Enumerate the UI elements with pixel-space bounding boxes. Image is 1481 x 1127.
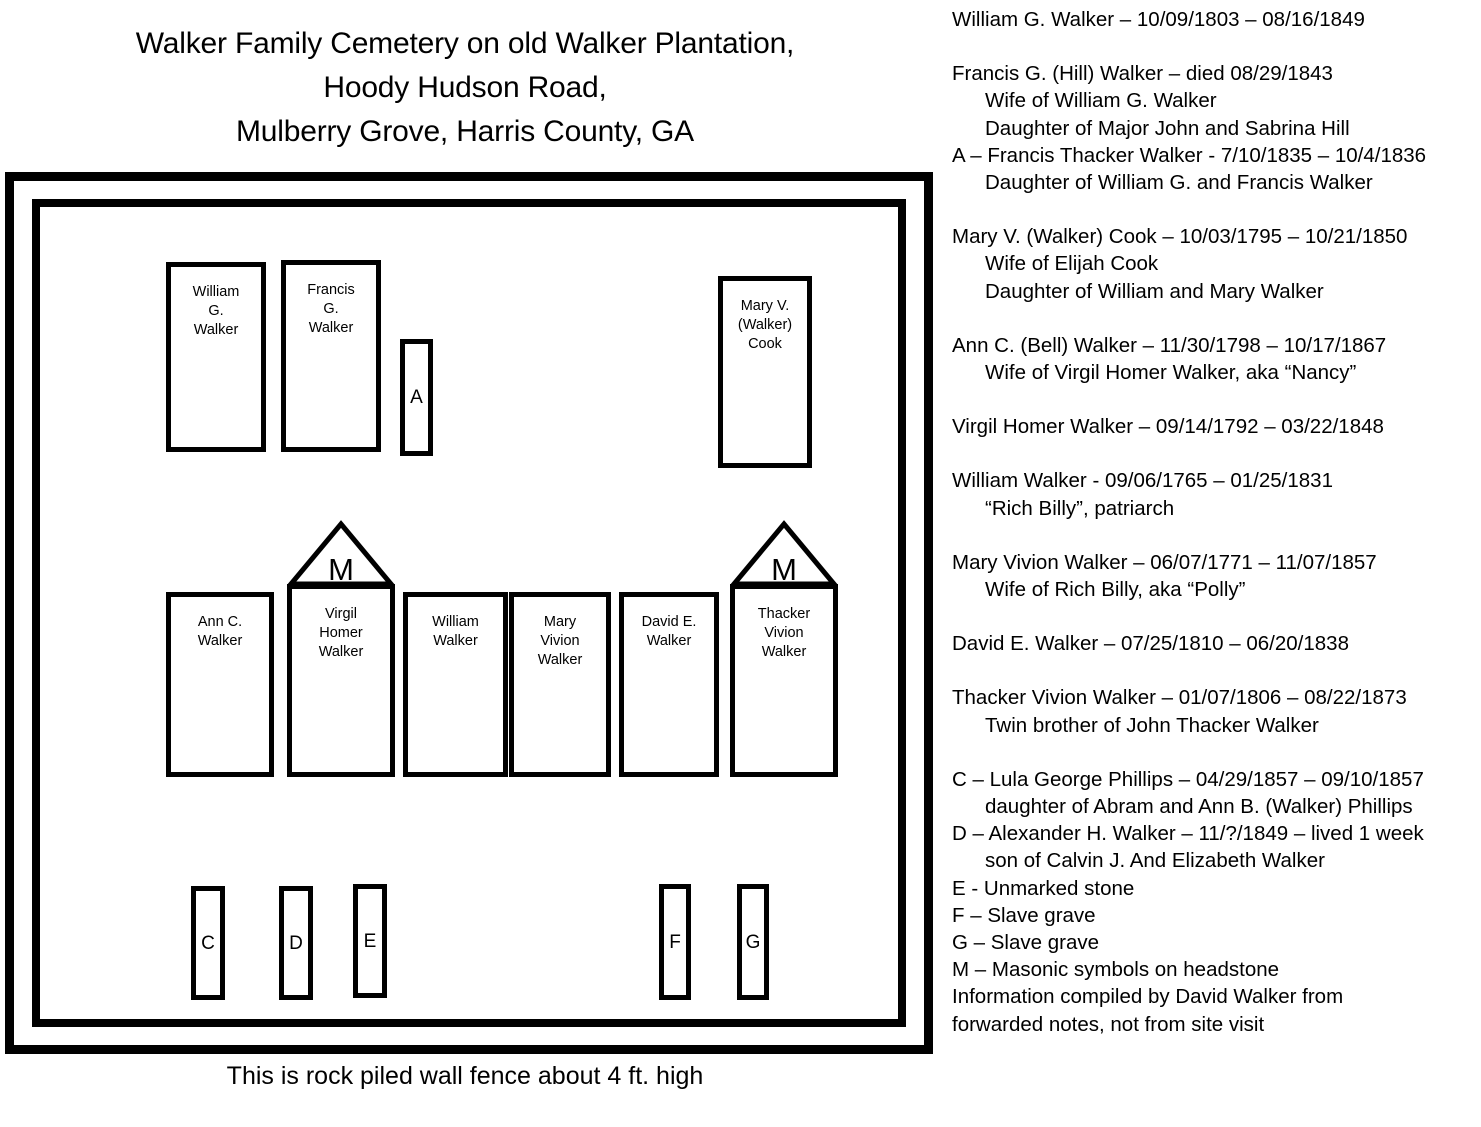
note-line: Daughter of William G. and Francis Walke… <box>985 171 1373 195</box>
grave-label: David E. Walker <box>641 614 697 649</box>
note-line: Mary V. (Walker) Cook – 10/03/1795 – 10/… <box>952 225 1408 249</box>
grave-william-g-walker[interactable]: William G. Walker <box>166 262 266 452</box>
note-spacer <box>952 440 1476 467</box>
note-entry-attribution: Information compiled by David Walker fro… <box>952 983 1476 1037</box>
note-spacer <box>952 386 1476 413</box>
grave-label: William G. Walker <box>192 284 240 338</box>
note-entry-marker-g: G – Slave grave <box>952 929 1476 956</box>
grave-marker-g[interactable]: G <box>737 884 769 1000</box>
grave-label: William Walker <box>432 614 479 649</box>
grave-marker-f[interactable]: F <box>659 884 691 1000</box>
note-entry-mary-v-walker-cook: Mary V. (Walker) Cook – 10/03/1795 – 10/… <box>952 223 1476 305</box>
note-line: William G. Walker – 10/09/1803 – 08/16/1… <box>952 8 1365 31</box>
note-spacer <box>952 33 1476 60</box>
marker-label: G <box>745 931 761 953</box>
marker-label: E <box>363 930 377 952</box>
note-entry-marker-m: M – Masonic symbols on headstone <box>952 956 1476 983</box>
masonic-symbol-virgil-homer-walker: M <box>287 520 395 588</box>
page-title-line-2: Hoody Hudson Road, <box>323 71 607 104</box>
page-title-line-3: Mulberry Grove, Harris County, GA <box>236 115 694 148</box>
note-line: daughter of Abram and Ann B. (Walker) Ph… <box>985 795 1413 819</box>
note-entry-francis-g-hill-walker: Francis G. (Hill) Walker – died 08/29/18… <box>952 60 1476 196</box>
note-line: M – Masonic symbols on headstone <box>952 958 1280 982</box>
grave-marker-c[interactable]: C <box>191 886 225 1000</box>
marker-label: C <box>201 932 215 954</box>
marker-label: F <box>669 931 681 953</box>
grave-marker-d[interactable]: D <box>279 886 313 1000</box>
grave-label: Ann C. Walker <box>197 614 243 649</box>
grave-mary-vivion-walker[interactable]: Mary Vivion Walker <box>509 592 611 777</box>
grave-label: Francis G. Walker <box>307 282 355 336</box>
note-spacer <box>952 739 1476 766</box>
note-line: William Walker - 09/06/1765 – 01/25/1831 <box>952 469 1333 493</box>
page-title: Walker Family Cemetery on old Walker Pla… <box>0 22 930 154</box>
note-line: son of Calvin J. And Elizabeth Walker <box>985 849 1325 873</box>
note-entry-thacker-vivion-walker: Thacker Vivion Walker – 01/07/1806 – 08/… <box>952 684 1476 738</box>
grave-label: Virgil Homer Walker <box>318 606 364 660</box>
note-line: Ann C. (Bell) Walker – 11/30/1798 – 10/1… <box>952 333 1387 357</box>
note-spacer <box>952 196 1476 223</box>
grave-david-e-walker[interactable]: David E. Walker <box>619 592 719 777</box>
page-title-line-1: Walker Family Cemetery on old Walker Pla… <box>135 27 795 60</box>
grave-thacker-vivion-walker[interactable]: Thacker Vivion Walker <box>730 584 838 777</box>
grave-william-walker[interactable]: William Walker <box>403 592 508 777</box>
note-line: forwarded notes, not from site visit <box>952 1012 1265 1036</box>
note-line: Wife of Elijah Cook <box>985 252 1159 276</box>
note-entry-marker-d: D – Alexander H. Walker – 11/?/1849 – li… <box>952 820 1476 874</box>
note-line: “Rich Billy”, patriarch <box>985 496 1175 520</box>
note-line: David E. Walker – 07/25/1810 – 06/20/183… <box>952 632 1349 656</box>
note-entry-mary-vivion-walker: Mary Vivion Walker – 06/07/1771 – 11/07/… <box>952 549 1476 603</box>
note-entry-virgil-homer-walker: Virgil Homer Walker – 09/14/1792 – 03/22… <box>952 413 1476 440</box>
grave-virgil-homer-walker[interactable]: Virgil Homer Walker <box>287 584 395 777</box>
note-entry-david-e-walker: David E. Walker – 07/25/1810 – 06/20/183… <box>952 630 1476 657</box>
note-entry-william-g-walker: William G. Walker – 10/09/1803 – 08/16/1… <box>952 6 1476 33</box>
marker-label: A <box>410 387 423 408</box>
note-spacer <box>952 603 1476 630</box>
note-line: Wife of Virgil Homer Walker, aka “Nancy” <box>985 361 1357 385</box>
note-line: Francis G. (Hill) Walker – died 08/29/18… <box>952 62 1333 86</box>
grave-ann-c-walker[interactable]: Ann C. Walker <box>166 592 274 777</box>
note-entry-marker-f: F – Slave grave <box>952 902 1476 929</box>
grave-mary-v-walker-cook[interactable]: Mary V. (Walker) Cook <box>718 276 812 468</box>
cemetery-plot-diagram: William G. Walker Francis G. Walker A Ma… <box>5 172 933 1054</box>
grave-label: Thacker Vivion Walker <box>757 606 811 660</box>
note-entry-marker-e: E - Unmarked stone <box>952 875 1476 902</box>
note-line: Wife of Rich Billy, aka “Polly” <box>985 578 1246 602</box>
note-spacer <box>952 522 1476 549</box>
grave-marker-a[interactable]: A <box>400 339 433 456</box>
note-line: Mary Vivion Walker – 06/07/1771 – 11/07/… <box>952 550 1377 574</box>
note-line: Twin brother of John Thacker Walker <box>985 713 1319 737</box>
note-line: Virgil Homer Walker – 09/14/1792 – 03/22… <box>952 415 1384 439</box>
masonic-letter: M <box>771 552 797 587</box>
grave-marker-e[interactable]: E <box>353 884 387 998</box>
fence-caption: This is rock piled wall fence about 4 ft… <box>226 1062 704 1090</box>
marker-label: D <box>289 932 303 954</box>
masonic-letter: M <box>328 552 354 587</box>
note-entry-marker-c: C – Lula George Phillips – 04/29/1857 – … <box>952 766 1476 820</box>
note-line: F – Slave grave <box>952 903 1096 927</box>
note-line: E - Unmarked stone <box>952 876 1135 900</box>
note-line: D – Alexander H. Walker – 11/?/1849 – li… <box>952 822 1424 846</box>
note-spacer <box>952 305 1476 332</box>
note-spacer <box>952 657 1476 684</box>
note-line-marker-a: A – Francis Thacker Walker - 7/10/1835 –… <box>952 143 1427 167</box>
note-entry-ann-c-bell-walker: Ann C. (Bell) Walker – 11/30/1798 – 10/1… <box>952 332 1476 386</box>
burial-notes-panel: William G. Walker – 10/09/1803 – 08/16/1… <box>952 6 1476 1038</box>
note-entry-william-walker: William Walker - 09/06/1765 – 01/25/1831… <box>952 467 1476 521</box>
note-line: Information compiled by David Walker fro… <box>952 985 1344 1009</box>
grave-label: Mary V. (Walker) Cook <box>737 298 793 352</box>
note-line: Wife of William G. Walker <box>985 89 1217 113</box>
note-line: Thacker Vivion Walker – 01/07/1806 – 08/… <box>952 686 1407 710</box>
note-line: C – Lula George Phillips – 04/29/1857 – … <box>952 767 1424 791</box>
masonic-symbol-thacker-vivion-walker: M <box>730 520 838 588</box>
note-line: Daughter of William and Mary Walker <box>985 279 1324 303</box>
note-line: G – Slave grave <box>952 931 1099 955</box>
grave-francis-g-walker[interactable]: Francis G. Walker <box>281 260 381 452</box>
grave-label: Mary Vivion Walker <box>537 614 583 668</box>
note-line: Daughter of Major John and Sabrina Hill <box>985 116 1350 140</box>
